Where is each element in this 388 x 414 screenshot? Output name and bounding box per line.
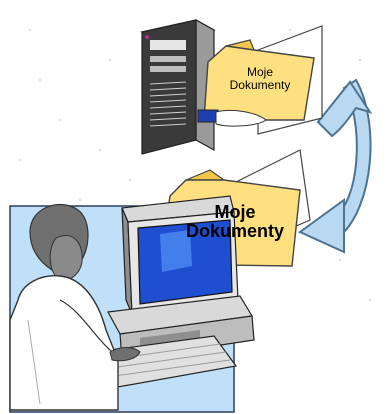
server-folder-label-line1: Moje <box>212 66 308 79</box>
workstation-folder-label: Moje Dokumenty <box>170 203 300 241</box>
server-folder-label: Moje Dokumenty <box>212 66 308 91</box>
server-tower-icon <box>142 20 214 154</box>
workstation-folder-label-line2: Dokumenty <box>170 222 300 241</box>
server-folder-label-line2: Dokumenty <box>212 79 308 92</box>
workstation-folder-label-line1: Moje <box>170 203 300 222</box>
